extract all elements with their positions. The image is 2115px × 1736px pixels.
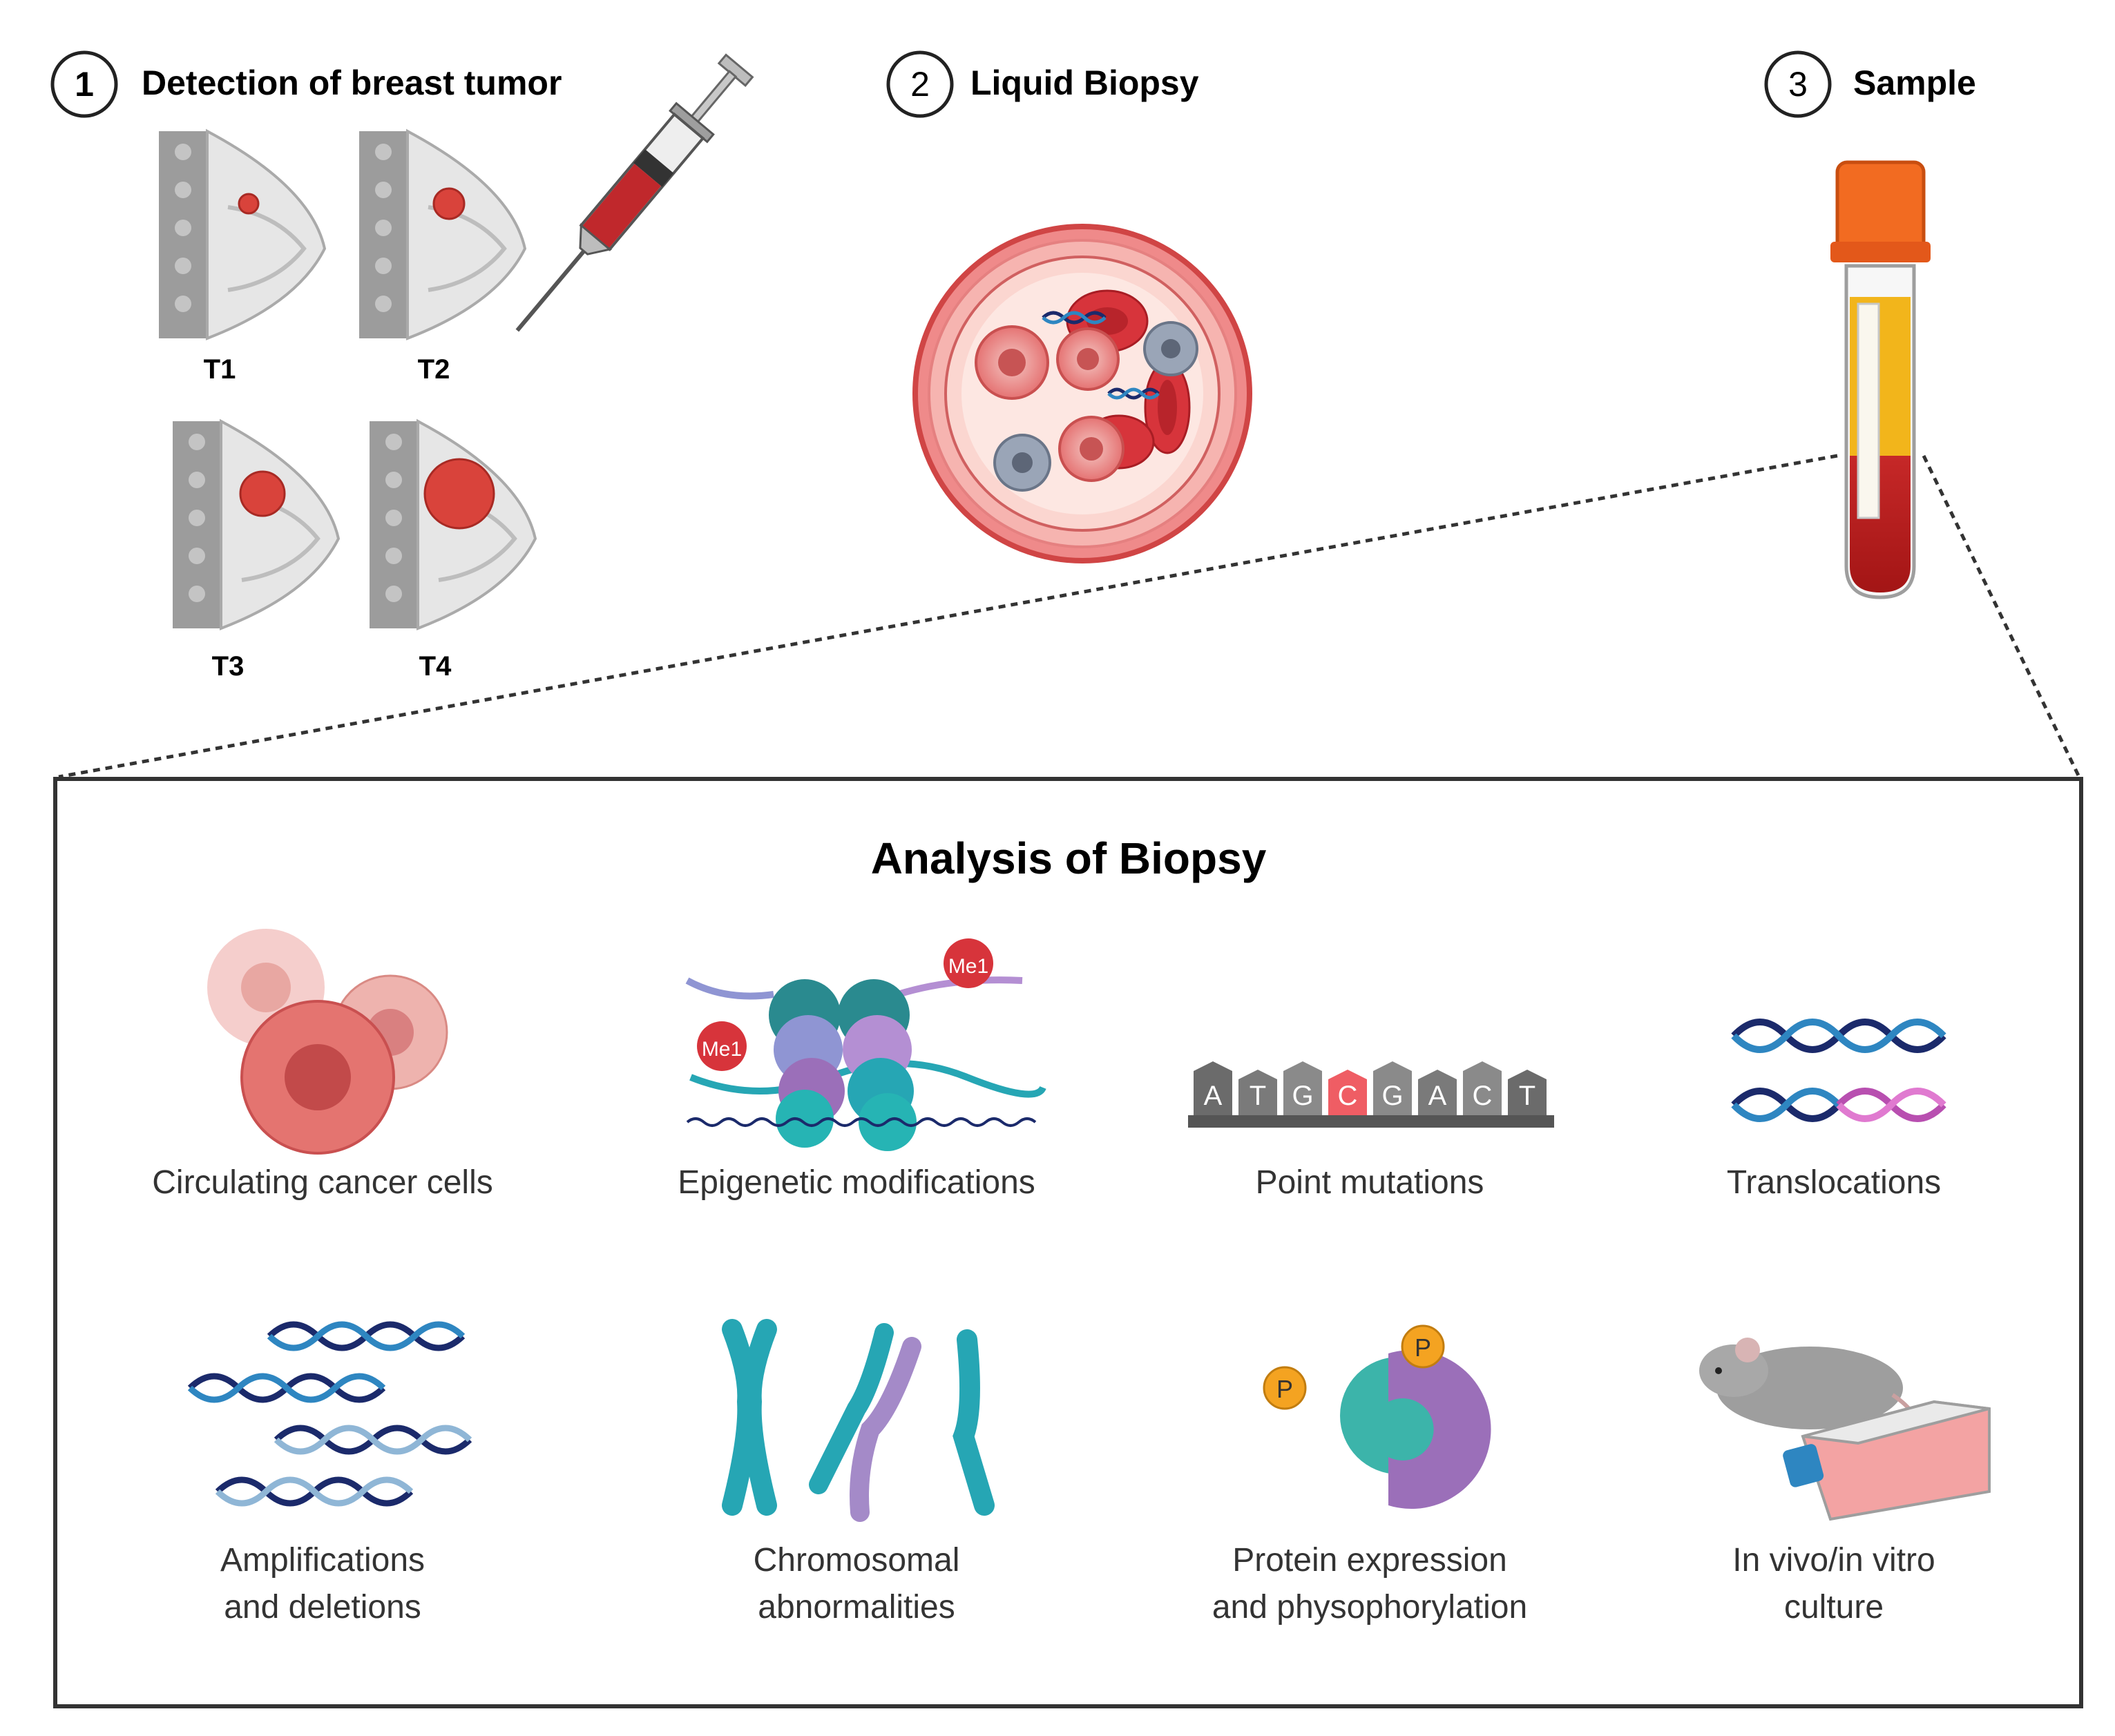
analysis-panel <box>53 777 2083 1708</box>
nucleotide-letter: A <box>1428 1081 1447 1111</box>
caption-line-2: abnormalities <box>758 1589 955 1626</box>
step-3-number: 3 <box>1788 65 1808 104</box>
blood-vessel-cross-section <box>912 224 1252 563</box>
phospho-tag-left: P <box>1276 1375 1293 1403</box>
tumor-mass <box>432 187 466 220</box>
tumor-stage-label: T2 <box>418 354 450 385</box>
chromosome-icon <box>722 1319 995 1522</box>
epigenetic-nucleosome-icon: Me1 Me1 <box>685 938 1046 1151</box>
breast-diagram-2: T2 <box>359 128 527 385</box>
breast-diagram-1: T1 <box>159 128 327 385</box>
nucleotide-letter: C <box>1473 1081 1493 1111</box>
step-1-title: Detection of breast tumor <box>142 64 562 102</box>
zoom-connector-lines <box>58 454 2081 779</box>
syringe-icon <box>515 53 754 332</box>
nucleotide-block <box>1463 1061 1502 1115</box>
analysis-captions: Circulating cancer cells Epigenetic modif… <box>152 1164 1941 1626</box>
tumor-mass <box>423 458 495 530</box>
step-2-header: 2 Liquid Biopsy <box>886 50 1199 118</box>
breast-diagram-3: T3 <box>173 418 341 682</box>
tumor-mass <box>238 193 260 215</box>
caption-line-2: and physophorylation <box>1212 1589 1527 1626</box>
phospho-tag-right: P <box>1415 1333 1431 1362</box>
caption-line-1: Point mutations <box>1256 1164 1484 1201</box>
tumor-stage-label: T3 <box>212 651 245 682</box>
methyl-tag-right: Me1 <box>948 955 988 978</box>
nucleotide-block <box>1418 1070 1457 1115</box>
caption-line-2: and deletions <box>224 1589 421 1626</box>
nucleotide-letter: G <box>1381 1081 1403 1111</box>
nucleotide-letter: T <box>1250 1081 1266 1111</box>
nucleotide-block <box>1283 1061 1322 1115</box>
step-1-header: 1 Detection of breast tumor <box>50 50 562 118</box>
nucleotide-block <box>1238 1070 1277 1115</box>
tumor-mass <box>239 470 286 517</box>
amplification-dna-icon <box>187 1321 472 1507</box>
step-3-header: 3 Sample <box>1764 50 1976 118</box>
nucleotide-letter: G <box>1292 1081 1313 1111</box>
sample-tube-icon <box>1830 160 1931 599</box>
nucleotide-letter: C <box>1338 1081 1358 1111</box>
caption-line-1: In vivo/in vitro <box>1732 1542 1935 1579</box>
caption-line-1: Amplifications <box>220 1542 425 1579</box>
translocation-dna-icon <box>1731 1019 1946 1122</box>
mouse-and-flask-icon <box>1699 1338 1991 1521</box>
nucleotide-block <box>1194 1061 1232 1115</box>
nucleotide-letter: A <box>1204 1081 1223 1111</box>
step-2-title: Liquid Biopsy <box>970 64 1199 102</box>
methyl-tag-left: Me1 <box>702 1038 742 1061</box>
tumor-stage-label: T1 <box>204 354 236 385</box>
caption-line-1: Translocations <box>1727 1164 1941 1201</box>
caption-line-1: Protein expression <box>1232 1542 1507 1579</box>
nucleotide-block <box>1508 1070 1547 1115</box>
step-2-number: 2 <box>910 65 930 104</box>
circulating-cells-icon <box>207 929 448 1155</box>
step-3-title: Sample <box>1853 64 1976 102</box>
caption-line-1: Chromosomal <box>754 1542 960 1579</box>
tumor-stage-label: T4 <box>419 651 452 682</box>
caption-line-2: culture <box>1784 1589 1884 1626</box>
nucleotide-block <box>1328 1070 1367 1115</box>
caption-line-1: Circulating cancer cells <box>152 1164 493 1201</box>
protein-phosphorylation-icon: P P <box>1263 1324 1491 1509</box>
step-1-number: 1 <box>75 65 94 104</box>
nucleotide-block <box>1373 1061 1412 1115</box>
caption-line-1: Epigenetic modifications <box>678 1164 1035 1201</box>
breast-diagram-4: T4 <box>370 418 537 682</box>
panel-title: Analysis of Biopsy <box>871 833 1267 883</box>
nucleotide-letter: T <box>1519 1081 1535 1111</box>
